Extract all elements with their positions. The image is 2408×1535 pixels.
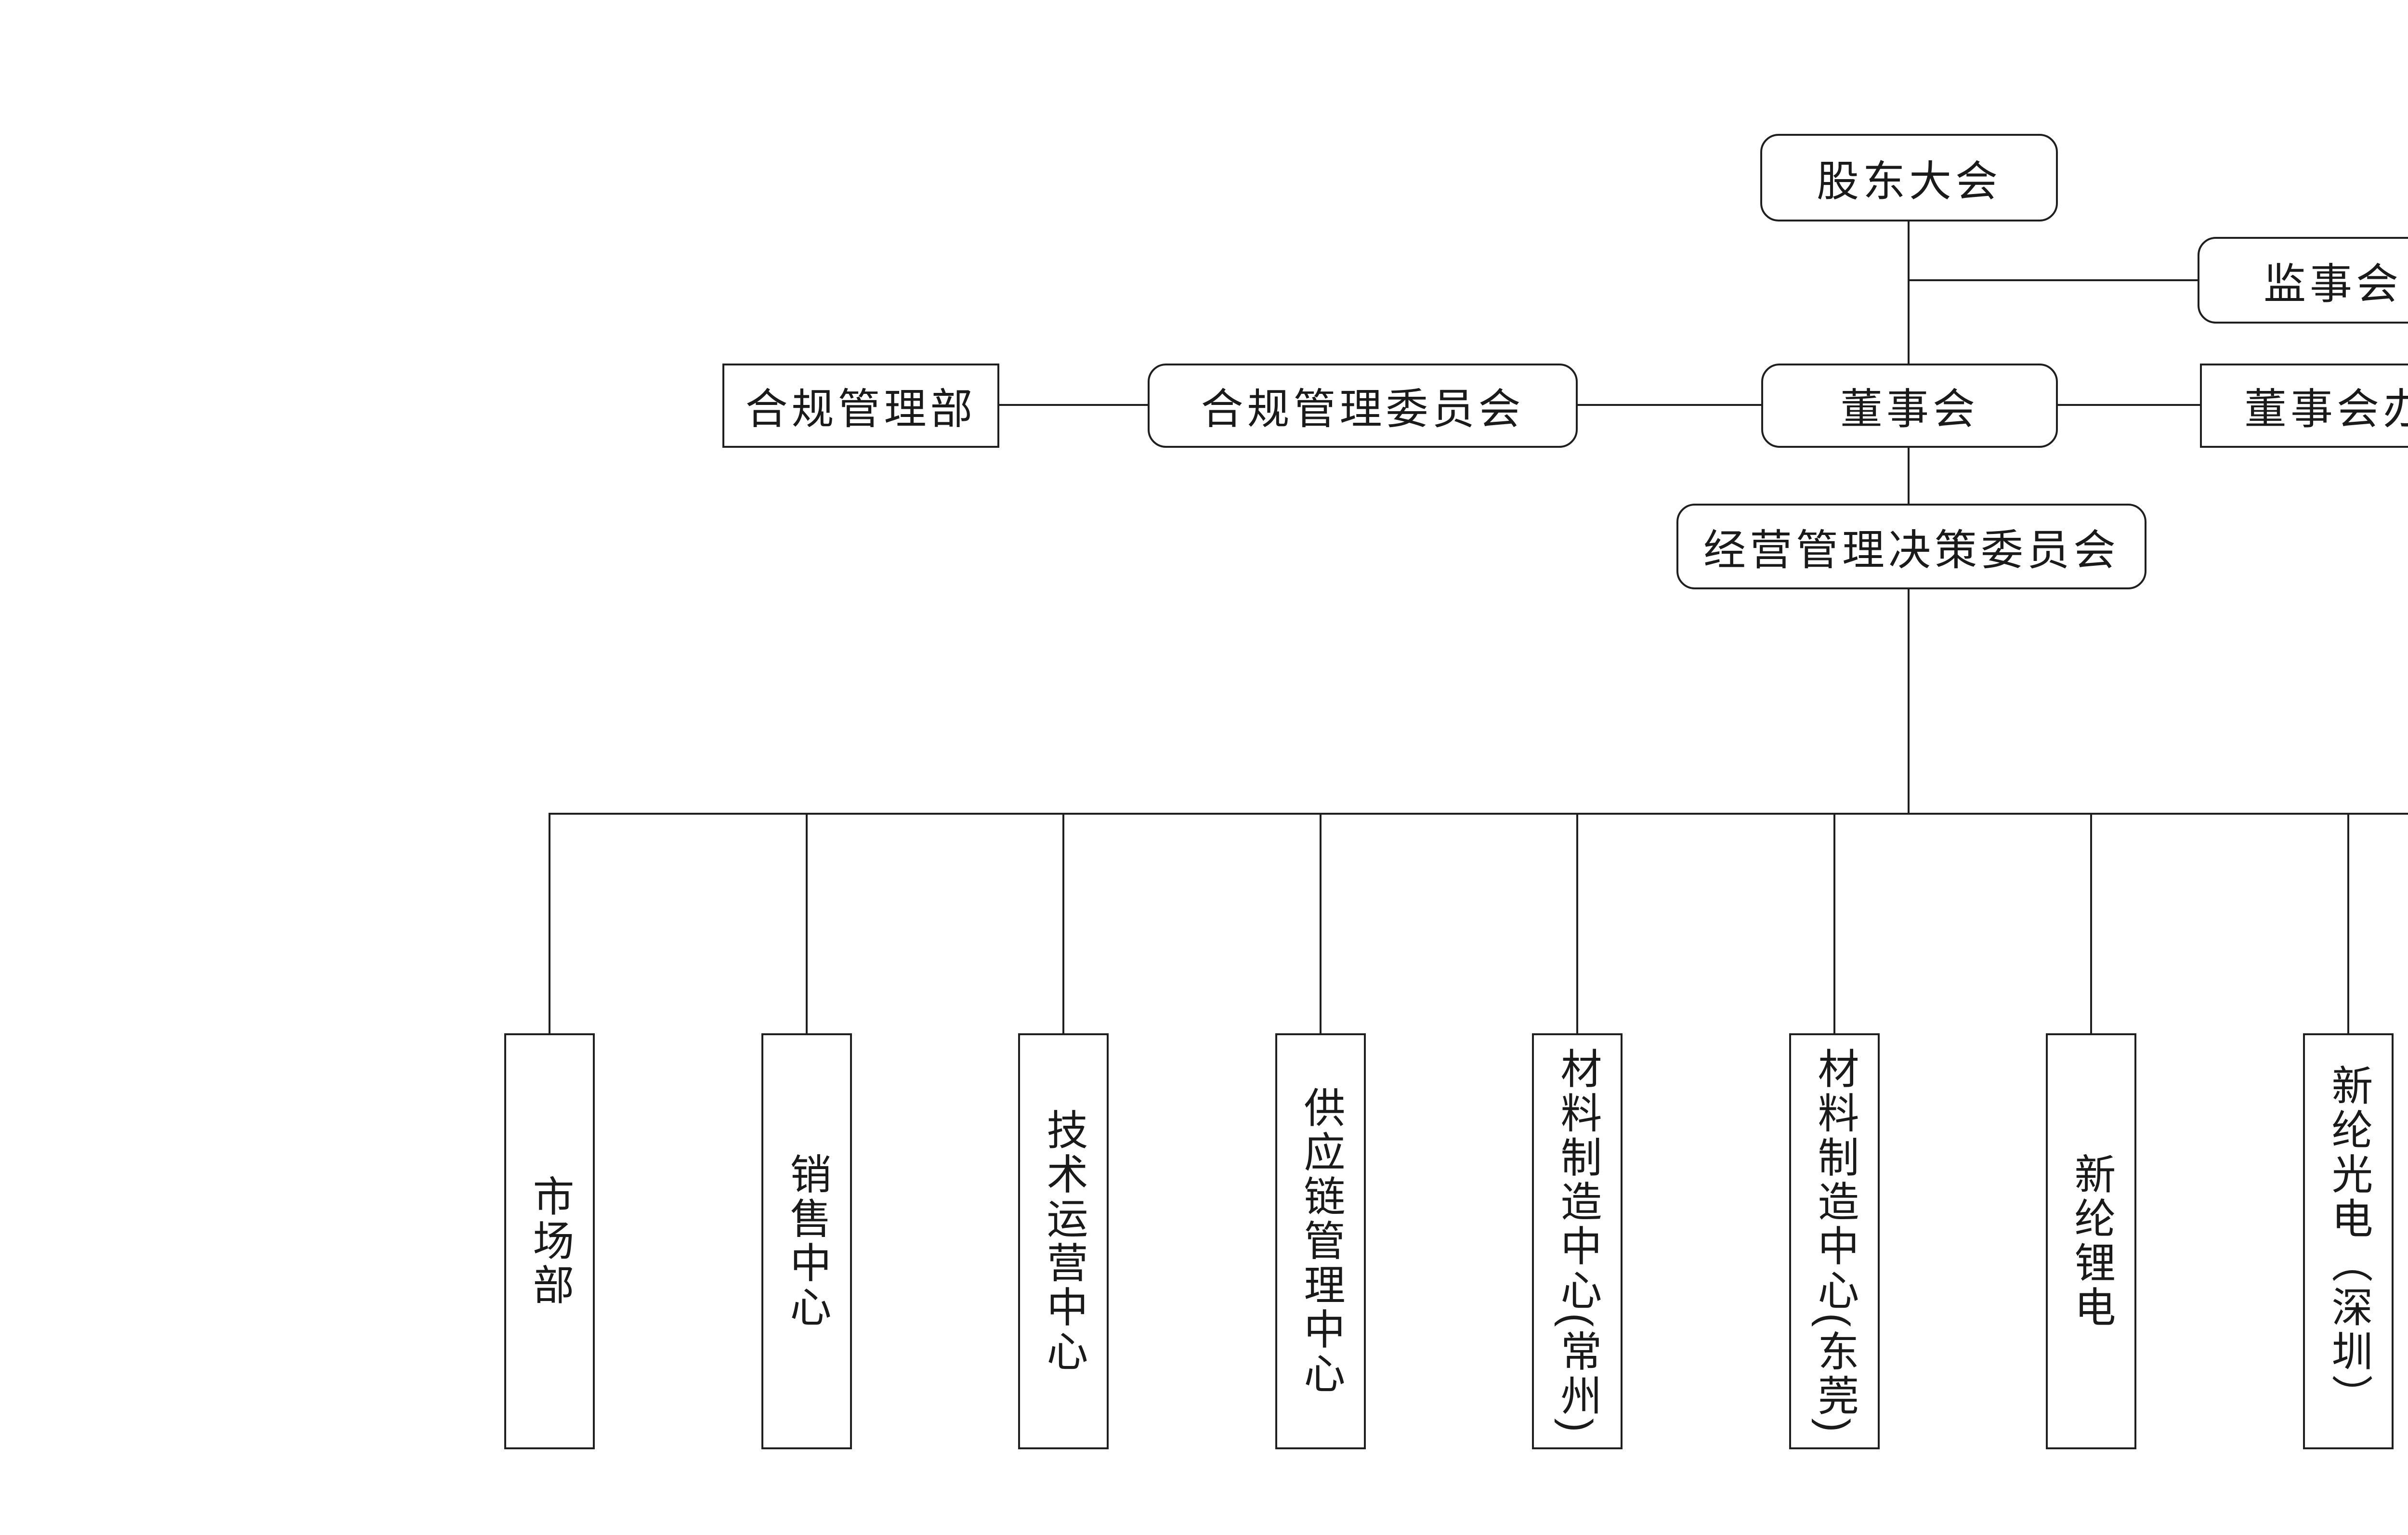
drop-optoelectronics-shenzhen [2347,814,2349,1034]
shareholders-meeting-label: 股东大会 [1816,157,2002,205]
connector-bus [549,813,2408,815]
dept-materials-dongguan: 材料制造中心(东莞) [1789,1033,1880,1449]
dept-tech-operations-label: 技术运营中心 [1040,1108,1086,1374]
drop-marketing [549,814,550,1034]
dept-optoelectronics-shenzhen-label: 新纶光电（深圳） [2325,1064,2371,1418]
node-board-office: 董事会办公室 [2200,364,2408,448]
board-office-label: 董事会办公室 [2244,385,2408,433]
connector-compliance-dept-committee [998,404,1149,406]
dept-materials-changzhou: 材料制造中心(常州) [1532,1033,1623,1449]
node-operation-decision-committee: 经营管理决策委员会 [1676,504,2146,589]
dept-materials-dongguan-label: 材料制造中心(东莞) [1811,1047,1858,1435]
node-supervisory-board: 监事会 [2198,237,2408,324]
connector-board-decision [1908,447,1910,505]
dept-supply-chain-label: 供应链管理中心 [1297,1086,1344,1396]
drop-lithium [2090,814,2092,1034]
board-of-directors-label: 董事会 [1840,385,1979,433]
drop-materials-dongguan [1833,814,1835,1034]
dept-supply-chain: 供应链管理中心 [1275,1033,1366,1449]
dept-marketing-label: 市场部 [526,1175,573,1308]
connector-board-office [2057,404,2201,406]
connector-shareholders-board [1908,221,1910,365]
drop-tech-operations [1062,814,1064,1034]
node-board-of-directors: 董事会 [1761,364,2058,448]
dept-materials-changzhou-label: 材料制造中心(常州) [1554,1047,1600,1435]
compliance-dept-label: 合规管理部 [745,385,977,433]
dept-lithium-label: 新纶锂电 [2068,1153,2114,1330]
connector-decision-bus [1908,588,1910,815]
dept-tech-operations: 技术运营中心 [1018,1033,1109,1449]
connector-supervisory-branch [1908,279,2198,281]
operation-decision-committee-label: 经营管理决策委员会 [1703,526,2120,574]
dept-lithium: 新纶锂电 [2046,1033,2136,1449]
dept-sales-center: 销售中心 [761,1033,852,1449]
connector-committee-board [1577,404,1762,406]
dept-optoelectronics-shenzhen: 新纶光电（深圳） [2303,1033,2394,1449]
dept-sales-center-label: 销售中心 [784,1153,830,1330]
drop-supply-chain [1320,814,1322,1034]
dept-marketing: 市场部 [504,1033,595,1449]
compliance-committee-label: 合规管理委员会 [1201,385,1525,433]
drop-materials-changzhou [1576,814,1578,1034]
node-compliance-committee: 合规管理委员会 [1148,364,1578,448]
node-compliance-dept: 合规管理部 [722,364,999,448]
drop-sales-center [806,814,808,1034]
supervisory-board-label: 监事会 [2263,260,2402,308]
node-shareholders-meeting: 股东大会 [1760,134,2058,221]
